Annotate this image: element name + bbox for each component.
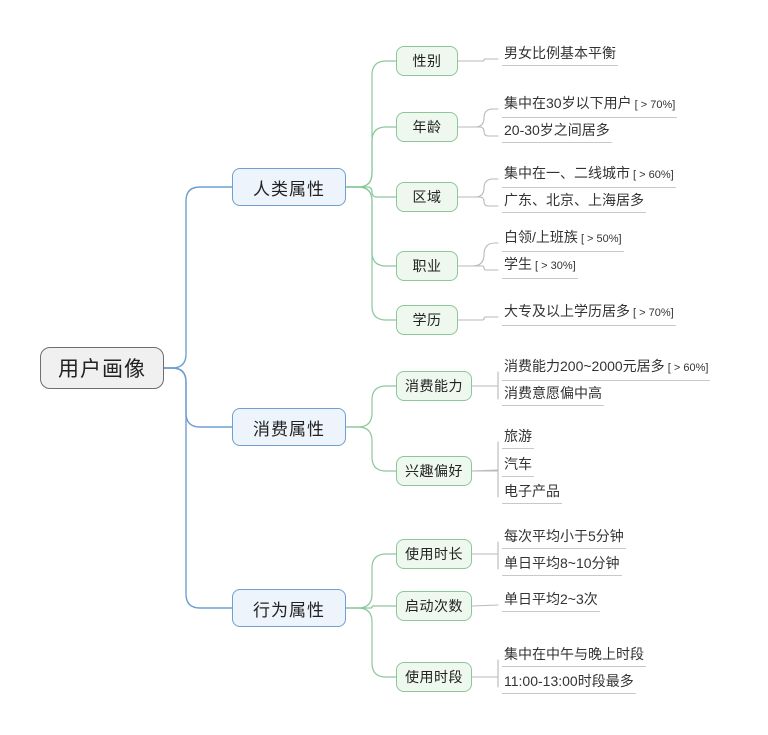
branch-node-1-label: 消费属性 (253, 419, 325, 439)
sub-node-0-0-label: 性别 (412, 53, 442, 69)
sub-node-2-1[interactable]: 启动次数 (396, 591, 472, 621)
leaf-2-1-0: 单日平均2~3次 (502, 591, 600, 612)
branch-node-1[interactable]: 消费属性 (232, 408, 346, 446)
leaf-0-4-0-text: 大专及以上学历居多 (504, 303, 630, 319)
sub-node-2-2-label: 使用时段 (405, 669, 463, 685)
branch-node-2-label: 行为属性 (253, 600, 325, 620)
leaf-0-1-0: 集中在30岁以下用户 [ > 70%] (502, 95, 678, 118)
leaf-1-0-1: 消费意愿偏中高 (502, 385, 604, 406)
leaf-0-4-0-percent: [ > 70%] (630, 307, 674, 319)
leaf-0-1-0-percent: [ > 70%] (631, 99, 676, 111)
leaf-0-0-0: 男女比例基本平衡 (502, 45, 618, 66)
leaf-0-4-0: 大专及以上学历居多 [ > 70%] (502, 303, 676, 326)
leaf-2-0-1: 单日平均8~10分钟 (502, 555, 622, 576)
leaf-0-1-0-text: 集中在30岁以下用户 (504, 95, 632, 111)
leaf-1-0-0: 消费能力200~2000元居多 [ > 60%] (502, 358, 711, 381)
branch-node-2[interactable]: 行为属性 (232, 589, 346, 627)
leaf-0-3-1-percent: [ > 30%] (532, 260, 576, 272)
sub-node-1-0[interactable]: 消费能力 (396, 371, 472, 401)
sub-node-0-3[interactable]: 职业 (396, 251, 458, 281)
leaf-2-0-0: 每次平均小于5分钟 (502, 528, 626, 549)
leaf-1-0-0-percent: [ > 60%] (664, 362, 709, 374)
sub-node-1-0-label: 消费能力 (405, 378, 463, 394)
branch-node-0[interactable]: 人类属性 (232, 168, 346, 206)
sub-node-0-1-label: 年龄 (412, 119, 442, 135)
leaf-2-1-0-text: 单日平均2~3次 (504, 591, 598, 607)
leaf-2-0-0-text: 每次平均小于5分钟 (504, 528, 624, 544)
sub-node-2-0-label: 使用时长 (405, 546, 463, 562)
leaf-0-1-1-text: 20-30岁之间居多 (504, 122, 610, 138)
leaf-2-2-1: 11:00-13:00时段最多 (502, 673, 636, 694)
leaf-0-3-1: 学生 [ > 30%] (502, 256, 578, 279)
leaf-0-2-1-text: 广东、北京、上海居多 (504, 192, 644, 208)
leaf-2-2-1-text: 11:00-13:00时段最多 (504, 673, 634, 689)
sub-node-2-2[interactable]: 使用时段 (396, 662, 472, 692)
leaf-1-1-2-text: 电子产品 (504, 483, 560, 499)
root-node[interactable]: 用户画像 (40, 347, 164, 389)
sub-node-0-2[interactable]: 区域 (396, 182, 458, 212)
root-node-label: 用户画像 (58, 358, 146, 381)
sub-node-0-1[interactable]: 年龄 (396, 112, 458, 142)
leaf-1-1-2: 电子产品 (502, 483, 562, 504)
leaf-1-0-1-text: 消费意愿偏中高 (504, 385, 602, 401)
leaf-0-3-1-text: 学生 (504, 256, 532, 272)
leaf-0-3-0-text: 白领/上班族 (504, 229, 578, 245)
leaf-1-0-0-text: 消费能力200~2000元居多 (504, 358, 665, 374)
leaf-0-2-0: 集中在一、二线城市 [ > 60%] (502, 165, 676, 188)
sub-node-0-4-label: 学历 (412, 312, 442, 328)
leaf-0-1-1: 20-30岁之间居多 (502, 122, 612, 143)
leaf-2-0-1-text: 单日平均8~10分钟 (504, 555, 620, 571)
leaf-2-2-0-text: 集中在中午与晚上时段 (504, 646, 644, 662)
sub-node-2-0[interactable]: 使用时长 (396, 539, 472, 569)
leaf-1-1-1: 汽车 (502, 456, 534, 477)
leaf-0-2-0-text: 集中在一、二线城市 (504, 165, 630, 181)
branch-node-0-label: 人类属性 (253, 179, 325, 199)
sub-node-0-2-label: 区域 (412, 189, 442, 205)
sub-node-0-4[interactable]: 学历 (396, 305, 458, 335)
sub-node-0-3-label: 职业 (412, 258, 442, 274)
leaf-0-3-0: 白领/上班族 [ > 50%] (502, 229, 624, 252)
leaf-0-2-0-percent: [ > 60%] (630, 169, 674, 181)
sub-node-2-1-label: 启动次数 (405, 598, 463, 614)
leaf-0-0-0-text: 男女比例基本平衡 (504, 45, 616, 61)
leaf-1-1-0: 旅游 (502, 428, 534, 449)
leaf-1-1-1-text: 汽车 (504, 456, 532, 472)
leaf-0-2-1: 广东、北京、上海居多 (502, 192, 646, 213)
sub-node-1-1-label: 兴趣偏好 (405, 463, 463, 479)
leaf-1-1-0-text: 旅游 (504, 428, 532, 444)
leaf-0-3-0-percent: [ > 50%] (577, 233, 622, 245)
sub-node-0-0[interactable]: 性别 (396, 46, 458, 76)
leaf-2-2-0: 集中在中午与晚上时段 (502, 646, 646, 667)
sub-node-1-1[interactable]: 兴趣偏好 (396, 456, 472, 486)
